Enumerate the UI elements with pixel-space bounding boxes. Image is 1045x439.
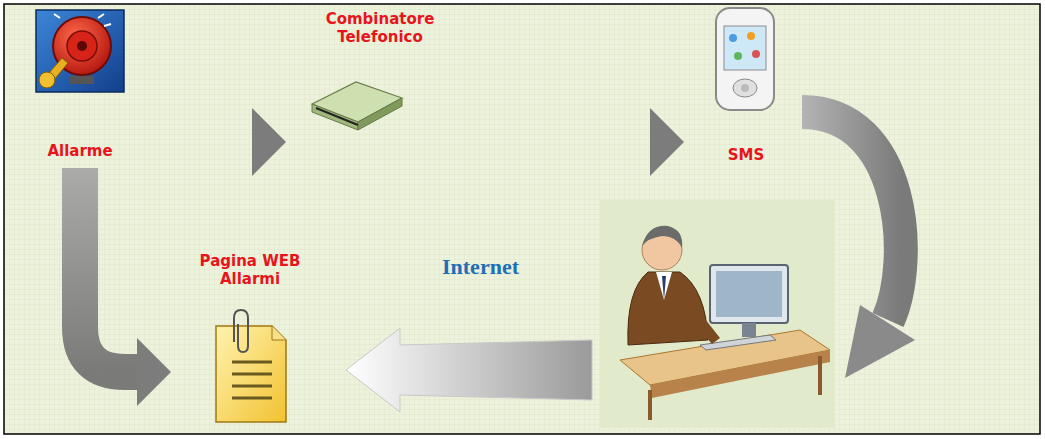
node-label: Allarme <box>43 140 116 162</box>
document-icon <box>216 310 286 422</box>
internet-arrow <box>346 328 592 412</box>
block-arrow <box>476 108 684 176</box>
operator-illustration <box>600 200 835 428</box>
icon-node: Allarme <box>30 8 130 162</box>
dialer-device <box>312 82 402 130</box>
icon-node: SMS <box>690 4 802 166</box>
bell-icon <box>36 10 124 92</box>
node-label: Pagina WEB Allarmi <box>181 250 319 290</box>
block-arrow <box>138 108 286 176</box>
node-label: SMS <box>724 144 769 166</box>
block-arrow <box>80 168 171 406</box>
network-label: Internet <box>442 254 519 280</box>
icon-node: Pagina WEB Allarmi <box>177 250 323 432</box>
phone-icon <box>716 8 774 110</box>
icon-node: Combinatore Telefonico <box>292 8 468 170</box>
node-label: Combinatore Telefonico <box>301 8 459 48</box>
